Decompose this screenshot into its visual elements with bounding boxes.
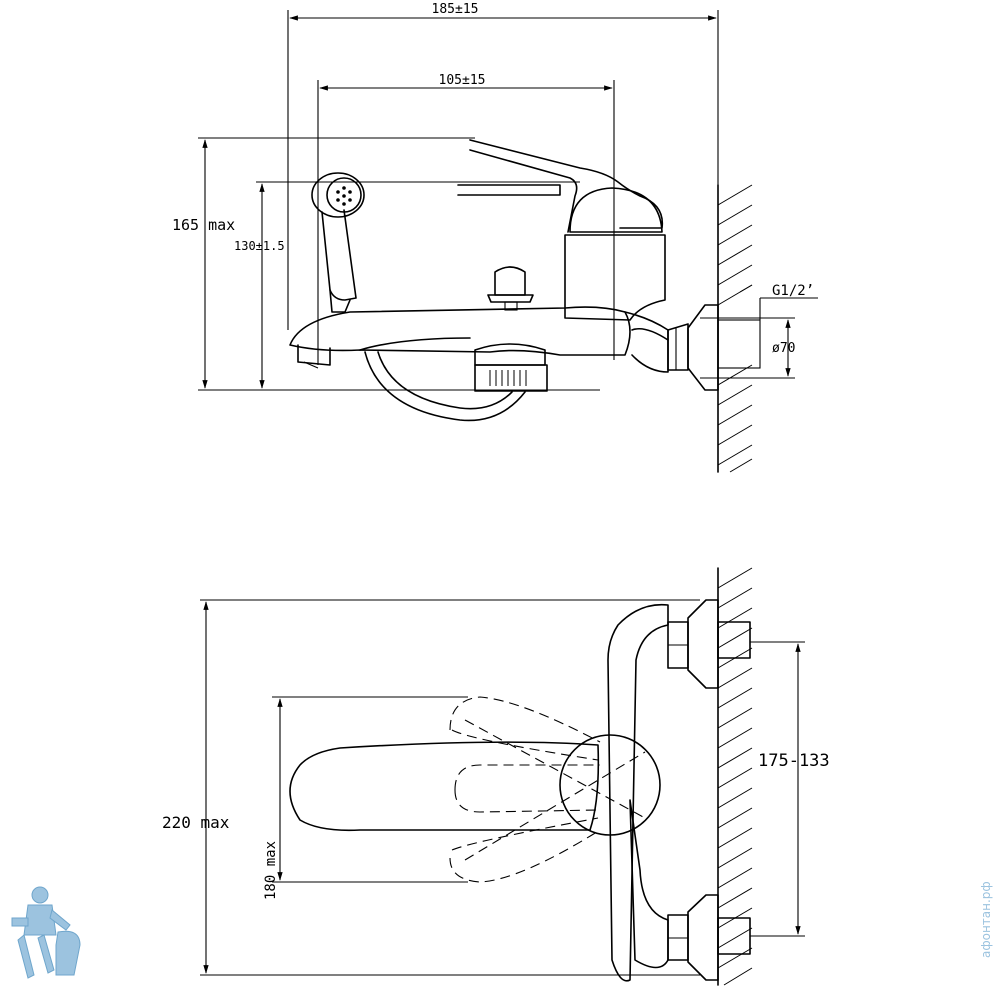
side-view: 185±15 105±15 165 max 130±1.5 G1/2’ ø70 <box>172 2 818 473</box>
top-wall <box>717 567 753 986</box>
plumber-mascot-icon <box>11 886 81 979</box>
dimension-lines-top <box>200 599 805 976</box>
top-view: 220 max 180 max 175-133 <box>162 567 830 986</box>
dim-flange-diameter: ø70 <box>772 341 795 356</box>
dim-spout-offset: 105±15 <box>439 73 486 88</box>
dim-shower-height: 130±1.5 <box>234 239 285 253</box>
shower-head <box>311 172 365 313</box>
dim-height-max: 165 max <box>172 216 235 234</box>
dim-handle-length: 180 max <box>263 841 279 900</box>
watermark-text: афонтан.рф <box>979 881 993 958</box>
watermark: афонтан.рф <box>11 881 993 979</box>
dim-depth-max: 220 max <box>162 813 230 832</box>
faucet-top <box>289 599 719 982</box>
thread-label: G1/2’ <box>772 283 814 299</box>
faucet-side <box>289 139 719 422</box>
dim-center-distance: 175-133 <box>758 751 830 771</box>
side-wall <box>717 184 761 473</box>
dim-overall-width: 185±15 <box>432 2 479 17</box>
dimension-lines-side <box>198 10 818 391</box>
